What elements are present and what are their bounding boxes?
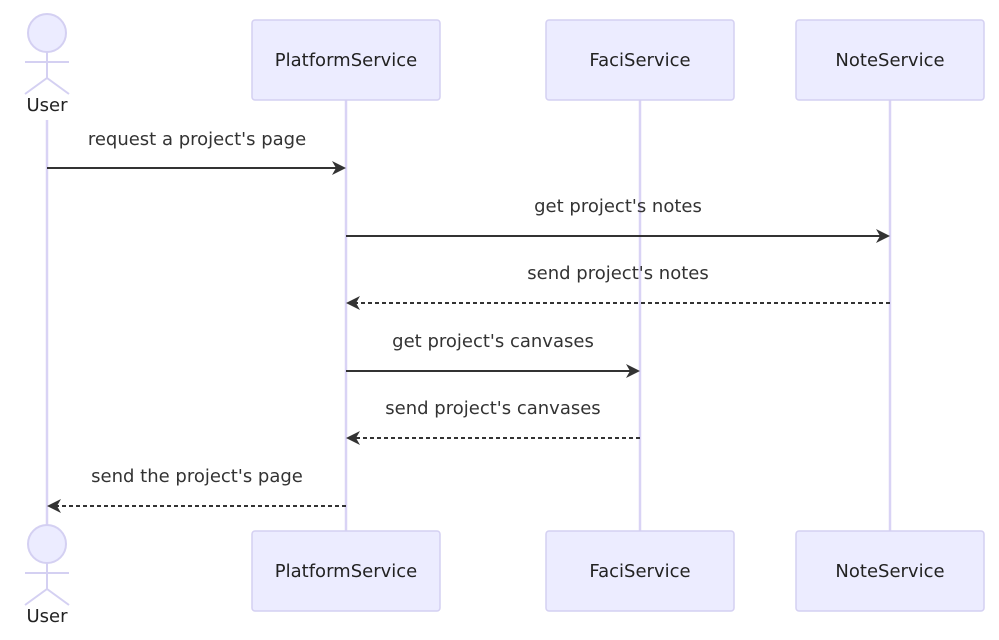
participant-faci-service-top: FaciService — [545, 19, 735, 101]
participant-box — [795, 530, 985, 612]
actor-user-bottom: User — [24, 524, 70, 627]
message-label: send project's notes — [527, 263, 708, 284]
message-label: send project's canvases — [385, 398, 600, 419]
participant-note-service-bottom: NoteService — [795, 530, 985, 612]
message-request-page: request a project's page — [47, 129, 346, 175]
participant-label: FaciService — [589, 50, 690, 71]
message-get-canvases: get project's canvases — [346, 331, 640, 378]
message-label: get project's canvases — [392, 331, 594, 352]
participant-box — [251, 19, 441, 101]
actor-label: User — [26, 95, 68, 116]
message-get-notes: get project's notes — [346, 196, 890, 243]
participant-label: NoteService — [835, 561, 944, 582]
participant-label: PlatformService — [275, 50, 417, 71]
participant-label: FaciService — [589, 561, 690, 582]
participant-faci-service-bottom: FaciService — [545, 530, 735, 612]
actor-right-leg — [46, 77, 70, 95]
message-label: get project's notes — [534, 196, 702, 217]
actor-label: User — [26, 606, 68, 627]
participant-platform-service-top: PlatformService — [251, 19, 441, 101]
participant-box — [251, 530, 441, 612]
message-label: send the project's page — [91, 466, 303, 487]
message-send-page: send the project's page — [47, 466, 346, 513]
participant-note-service-top: NoteService — [795, 19, 985, 101]
actor-head — [27, 524, 67, 564]
participant-box — [795, 19, 985, 101]
actor-head — [27, 13, 67, 53]
participant-platform-service-bottom: PlatformService — [251, 530, 441, 612]
participant-label: PlatformService — [275, 561, 417, 582]
actor-user-top: User — [24, 13, 70, 116]
participant-label: NoteService — [835, 50, 944, 71]
actor-right-leg — [46, 588, 70, 606]
message-label: request a project's page — [88, 129, 306, 150]
actor-left-leg — [24, 588, 48, 606]
actor-left-leg — [24, 77, 48, 95]
participant-box — [545, 19, 735, 101]
participant-box — [545, 530, 735, 612]
message-send-notes: send project's notes — [346, 263, 890, 310]
message-send-canvases: send project's canvases — [346, 398, 640, 445]
